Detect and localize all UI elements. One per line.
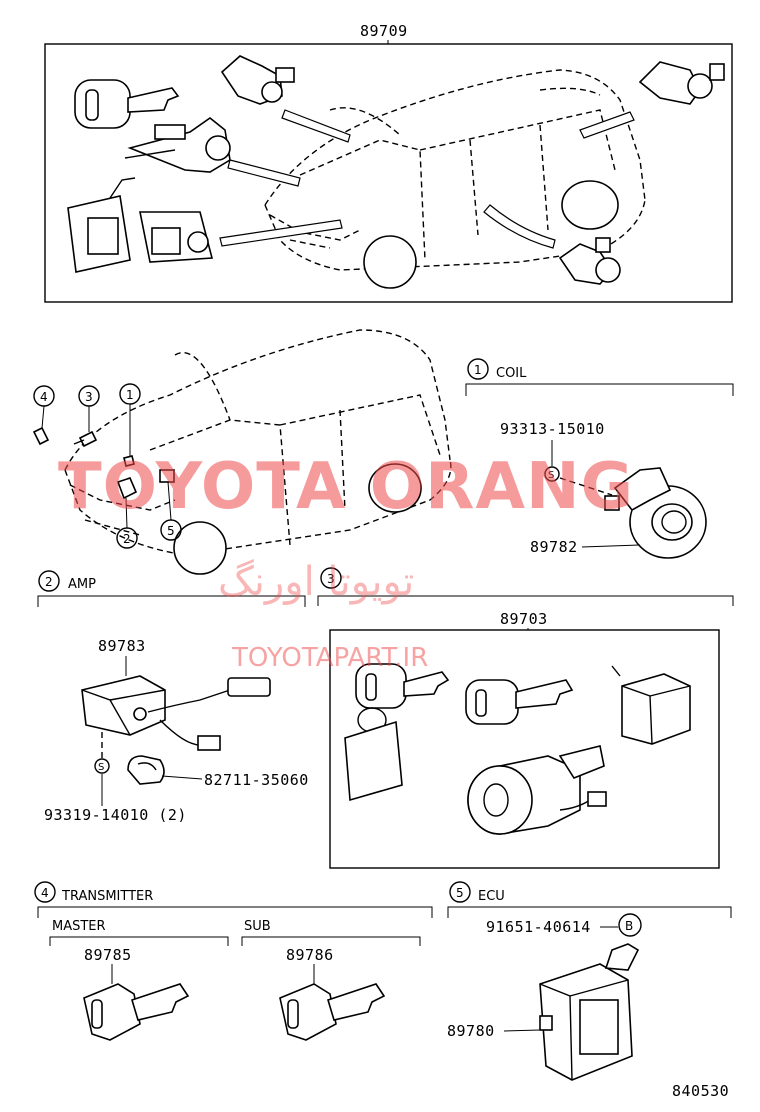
svg-text:4: 4 [41, 886, 49, 900]
master-transmitter-part-number: 89785 [84, 946, 132, 964]
watermark-brand: TOYOTA ORANG [58, 450, 634, 524]
amp-clamp-part-number: 82711-35060 [204, 771, 309, 789]
small-key-icon [32, 426, 50, 446]
middle-van-drawing [64, 329, 452, 575]
svg-text:3: 3 [327, 572, 335, 586]
coil-title: COIL [496, 366, 527, 381]
ecu-module-icon [539, 943, 640, 1081]
amp-clamp-icon [127, 755, 165, 785]
top-ignition-cylinder-icon [124, 117, 231, 173]
watermark-persian: تویوتا اورنگ [218, 559, 414, 605]
amp-screw-part-number: 93319-14010 (2) [44, 806, 187, 824]
watermark: TOYOTA ORANG تویوتا اورنگ TOYOTAPART.IR [58, 450, 634, 673]
ecu-bolt-part-number: 91651-40614 [486, 918, 591, 936]
svg-text:5: 5 [456, 886, 464, 900]
lock-set-module-icon [611, 665, 691, 745]
top-door-lock-icon [220, 55, 295, 105]
top-assembly-frame [44, 43, 733, 303]
lock-set-frame [329, 629, 720, 869]
coil-ring-icon [604, 467, 707, 559]
coil-location-marker [123, 455, 135, 467]
amp-location-marker [116, 477, 138, 500]
svg-text:B: B [625, 919, 633, 933]
sub-key-icon [279, 983, 386, 1041]
callout-2: 2 [116, 497, 138, 549]
master-key-icon [83, 983, 190, 1041]
svg-text:1: 1 [474, 363, 482, 377]
section-transmitter: 4 TRANSMITTER MASTER SUB 89785 89786 [34, 881, 433, 1041]
callout-4: 4 [33, 385, 55, 429]
top-part-number: 89709 [360, 22, 408, 40]
top-ecu-icon [67, 177, 136, 273]
master-label: MASTER [52, 919, 106, 934]
top-arrows [219, 109, 635, 249]
section-ecu: 5 ECU 91651-40614 B 89780 [447, 881, 732, 1081]
amp-part-number: 89783 [98, 637, 146, 655]
top-right-lock-icon [638, 61, 725, 105]
sub-label: SUB [244, 919, 271, 934]
ecu-part-number: 89780 [447, 1022, 495, 1040]
coil-bolt-part-number: 93313-15010 [500, 420, 605, 438]
lock-set-key-tag-icon [344, 663, 450, 802]
svg-text:4: 4 [40, 390, 48, 404]
svg-text:S: S [98, 762, 104, 773]
callout-1: 1 [119, 383, 141, 456]
amp-title: AMP [68, 577, 96, 592]
svg-text:2: 2 [123, 532, 131, 546]
coil-part-number: 89782 [530, 538, 578, 556]
svg-text:S: S [548, 470, 554, 481]
svg-text:2: 2 [45, 575, 53, 589]
sub-transmitter-part-number: 89786 [286, 946, 334, 964]
top-van-drawing [264, 69, 646, 289]
lock-set-cylinder-icon [467, 745, 607, 835]
watermark-url: TOYOTAPART.IR [231, 643, 428, 673]
screw-icon [73, 430, 98, 448]
section-coil: 1 COIL 93313-15010 S 89782 [465, 358, 734, 559]
lock-set-part-number: 89703 [500, 610, 548, 628]
transmitter-title: TRANSMITTER [61, 889, 153, 904]
callout-3: 3 [78, 385, 100, 432]
section-amp: 2 AMP 89783 S 93319-14010 (2) 82711-3506… [37, 570, 309, 824]
top-amp-icon [139, 211, 214, 263]
callout-5: 5 [160, 481, 182, 541]
top-rear-lock-icon [558, 237, 621, 285]
lock-set-key-icon [465, 679, 574, 725]
svg-text:3: 3 [85, 390, 93, 404]
svg-text:5: 5 [167, 524, 175, 538]
section-lock-set: 3 89703 [317, 567, 734, 869]
amp-module-icon [81, 675, 271, 751]
ecu-location-marker [159, 469, 175, 483]
ecu-title: ECU [478, 889, 505, 904]
top-key-icon [74, 79, 180, 129]
diagram-code: 840530 [672, 1082, 729, 1100]
svg-text:1: 1 [126, 388, 134, 402]
